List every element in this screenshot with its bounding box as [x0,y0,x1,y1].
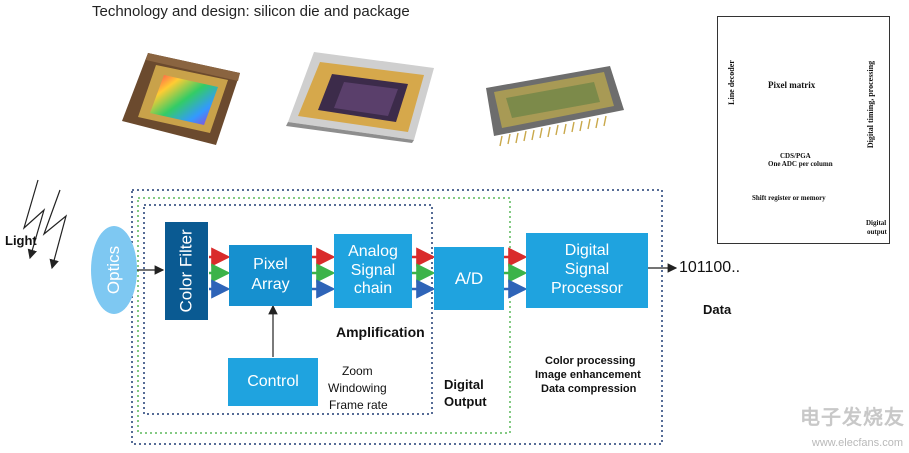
one-adc-label: One ADC per column [768,160,833,168]
analog-signal-chain-block: Analog Signal chain [334,234,412,308]
data-label: Data [703,302,732,317]
sensor-chip-image-3 [486,66,624,147]
pixel-array-line-1: Pixel [253,256,288,274]
pixel-matrix-label: Pixel matrix [768,80,816,90]
control-block: Control [228,358,318,406]
control-function-windowing: Windowing [328,381,387,395]
arch-digital-output-line-2: output [867,228,887,236]
ad-converter-block: A/D [434,247,504,310]
analog-chain-line-2: Signal [350,261,396,279]
outer-boundary [131,189,663,445]
optics-label-wrap: Optics [90,226,138,314]
pixel-array-line-2: Array [251,276,290,293]
color-filter-label: Color Filter [176,229,196,313]
pixel-array-block: Pixel Array [229,245,312,306]
amplification-label: Amplification [336,324,425,340]
digital-output-label-2: Output [444,394,487,409]
dsp-function-color: Color processing [545,355,636,367]
shift-register-label: Shift register or memory [752,194,826,202]
optics-label: Optics [104,245,123,295]
arch-digital-output-line-1: Digital [866,219,887,227]
line-decoder-label: Line decoder [727,59,737,105]
analog-chain-line-1: Analog [348,242,398,260]
page-title: Technology and design: silicon die and p… [92,3,410,20]
ad-converter-label: A/D [454,268,484,288]
timing-wrap: Digital timing, processing [861,22,881,187]
light-rays [22,179,68,270]
cds-pga-label: CDS/PGA [780,152,811,160]
digital-timing-label: Digital timing, processing [866,60,876,149]
sensor-boundary [137,197,511,434]
sensor-chip-image-1 [122,53,240,145]
sensor-architecture-panel [717,16,890,244]
analog-chain-line-3: chain [353,280,393,298]
control-label: Control [247,372,299,390]
digital-output-label-1: Digital [444,377,484,392]
control-function-frame-rate: Frame rate [329,398,388,412]
optics-lens [91,226,137,314]
digital-signal-processor-block: Digital Signal Processor [526,233,648,308]
output-bits: 101100.. [679,259,741,276]
color-filter-block: Color Filter [165,222,208,320]
dsp-line-3: Processor [550,279,624,297]
analog-boundary [143,204,433,415]
line-decoder-wrap: Line decoder [724,22,739,142]
dsp-function-compression: Data compression [541,383,637,395]
dsp-function-enhancement: Image enhancement [535,369,641,381]
dsp-line-1: Digital [564,242,610,260]
light-label: Light [5,233,37,248]
dsp-line-2: Signal [564,261,610,279]
control-function-zoom: Zoom [342,364,373,378]
watermark-brand: 电子发烧友 [800,407,905,429]
watermark-url: www.elecfans.com [811,437,903,449]
sensor-chip-image-2 [286,52,434,143]
